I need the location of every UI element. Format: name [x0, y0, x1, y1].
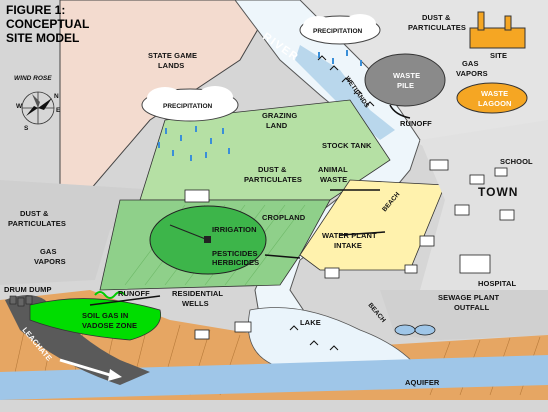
wind-rose-n: N — [54, 93, 59, 100]
wind-rose-e: E — [56, 107, 61, 114]
dust-left-label-2: PARTICULATES — [8, 219, 66, 228]
waste-lagoon-label-2: LAGOON — [478, 99, 512, 108]
aquifer-label: AQUIFER — [405, 378, 440, 387]
runoff-top-label: RUNOFF — [400, 119, 432, 128]
animal-waste-label-2: WASTE — [320, 175, 347, 184]
leachate-arrow — [59, 358, 111, 377]
residential-wells-label-1: RESIDENTIAL — [172, 289, 223, 298]
leachate-arrowhead — [108, 369, 122, 381]
grazing-land-label-1: GRAZING — [262, 111, 297, 120]
dust-left-label-1: DUST & — [20, 209, 49, 218]
gas-vapors-top-2: VAPORS — [456, 69, 488, 78]
sewage-label-1: SEWAGE PLANT — [438, 293, 500, 302]
water-plant-label-1: WATER PLANT — [322, 231, 377, 240]
town-area — [420, 120, 548, 290]
state-game-lands-label-2: LANDS — [158, 61, 184, 70]
aquifer-band — [0, 355, 548, 400]
grazing-land-label-2: LAND — [266, 121, 288, 130]
waste-pile-label-2: PILE — [397, 81, 414, 90]
buildings — [184, 159, 515, 340]
drum-dump-label: DRUM DUMP — [4, 285, 52, 294]
site-factory — [469, 11, 526, 49]
wetlands-area — [295, 45, 395, 140]
irrigation-pivot-line — [169, 224, 209, 241]
waste-pile-label-1: WASTE — [393, 71, 420, 80]
waste-lagoon-label-1: WASTE — [481, 89, 508, 98]
hospital-label: HOSPITAL — [478, 279, 516, 288]
wind-rose-w: W — [16, 103, 23, 110]
dust-mid-label-1: DUST & — [258, 165, 287, 174]
precipitation-left-label: PRECIPITATION — [163, 103, 213, 110]
wind-rose — [21, 91, 55, 125]
waste-pile — [364, 53, 446, 107]
residential-wells-label-2: WELLS — [182, 299, 209, 308]
soil-gas-arrow — [94, 291, 126, 299]
waste-lagoon — [456, 82, 528, 114]
water-plant-label-2: INTAKE — [334, 241, 362, 250]
animal-waste-label-1: ANIMAL — [318, 165, 348, 174]
pesticides-label-1: PESTICIDES — [212, 249, 258, 258]
wind-rose-s: S — [24, 125, 29, 132]
runoff-arrows — [89, 104, 411, 306]
grazing-land-area — [139, 99, 391, 201]
figure-title-line3: SITE MODEL — [6, 31, 79, 45]
soil-gas-zone — [29, 298, 162, 341]
precipitation-top-label: PRECIPITATION — [313, 28, 363, 35]
lake-label: LAKE — [300, 318, 321, 327]
gas-vapors-left-1: GAS — [40, 247, 57, 256]
soil-gas-label-1: SOIL GAS IN — [82, 311, 128, 320]
rain-top — [318, 50, 362, 66]
wetland-marks — [289, 55, 375, 351]
drum-dump — [9, 295, 33, 307]
cloud-top — [299, 14, 381, 45]
pesticides-label-2: HERBICIDES — [212, 258, 259, 267]
dust-top-label-2: PARTICULATES — [408, 23, 466, 32]
dust-top-label-1: DUST & — [422, 13, 451, 22]
cloud-left — [141, 86, 239, 122]
sewage-tanks — [394, 324, 436, 336]
sewage-label-2: OUTFALL — [454, 303, 490, 312]
figure-title-line1: FIGURE 1: — [6, 3, 65, 17]
water-plant-area — [299, 179, 446, 271]
soil-gas-label-2: VADOSE ZONE — [82, 321, 137, 330]
wind-rose-label: WIND ROSE — [14, 75, 52, 82]
gas-vapors-top-1: GAS — [462, 59, 479, 68]
rain-left — [158, 126, 230, 161]
state-game-lands-label-1: STATE GAME — [148, 51, 197, 60]
cropland-label: CROPLAND — [262, 213, 306, 222]
figure-title-line2: CONCEPTUAL — [6, 17, 89, 31]
irrigation-label: IRRIGATION — [212, 225, 257, 234]
school-label: SCHOOL — [500, 157, 533, 166]
gas-vapors-left-2: VAPORS — [34, 257, 66, 266]
irrigation-pivot — [204, 236, 211, 243]
site-label: SITE — [490, 51, 507, 60]
stock-tank-label: STOCK TANK — [322, 141, 372, 150]
town-label: TOWN — [478, 185, 518, 199]
runoff-left-label: RUNOFF — [118, 289, 150, 298]
dust-mid-label-2: PARTICULATES — [244, 175, 302, 184]
